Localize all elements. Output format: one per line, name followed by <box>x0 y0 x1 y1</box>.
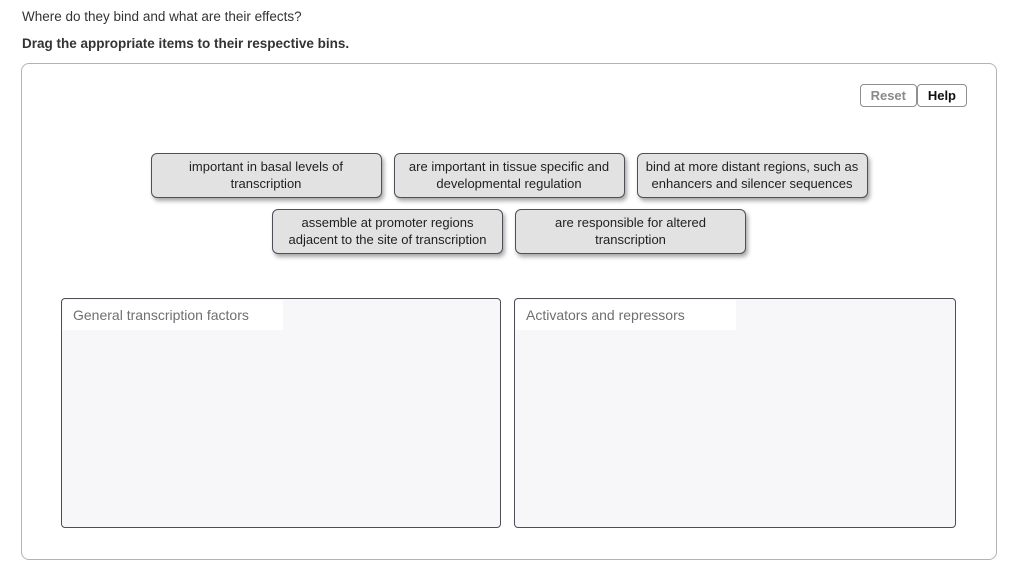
bin-label-general-transcription-factors: General transcription factors <box>63 300 283 330</box>
drag-items-row-1: important in basal levels of transcripti… <box>22 153 996 198</box>
activity-panel: Reset Help important in basal levels of … <box>21 63 997 560</box>
bin-drop-area-activators-and-repressors[interactable] <box>515 330 955 527</box>
bin-general-transcription-factors[interactable]: General transcription factors <box>61 298 501 528</box>
drag-item-distant-regions[interactable]: bind at more distant regions, such as en… <box>636 153 868 198</box>
drag-item-promoter-regions[interactable]: assemble at promoter regions adjacent to… <box>272 209 503 254</box>
instruction-text: Drag the appropriate items to their resp… <box>22 36 350 51</box>
drag-item-altered-transcription[interactable]: are responsible for altered transcriptio… <box>515 209 746 254</box>
drag-items-row-2: assemble at promoter regions adjacent to… <box>22 209 996 254</box>
drag-item-basal-levels[interactable]: important in basal levels of transcripti… <box>150 153 382 198</box>
drag-item-tissue-specific[interactable]: are important in tissue specific and dev… <box>393 153 625 198</box>
reset-button[interactable]: Reset <box>859 84 917 107</box>
bin-activators-and-repressors[interactable]: Activators and repressors <box>514 298 956 528</box>
question-text: Where do they bind and what are their ef… <box>22 9 302 24</box>
bin-drop-area-general-transcription-factors[interactable] <box>62 330 500 527</box>
help-button[interactable]: Help <box>916 84 967 107</box>
bin-label-activators-and-repressors: Activators and repressors <box>516 300 736 330</box>
